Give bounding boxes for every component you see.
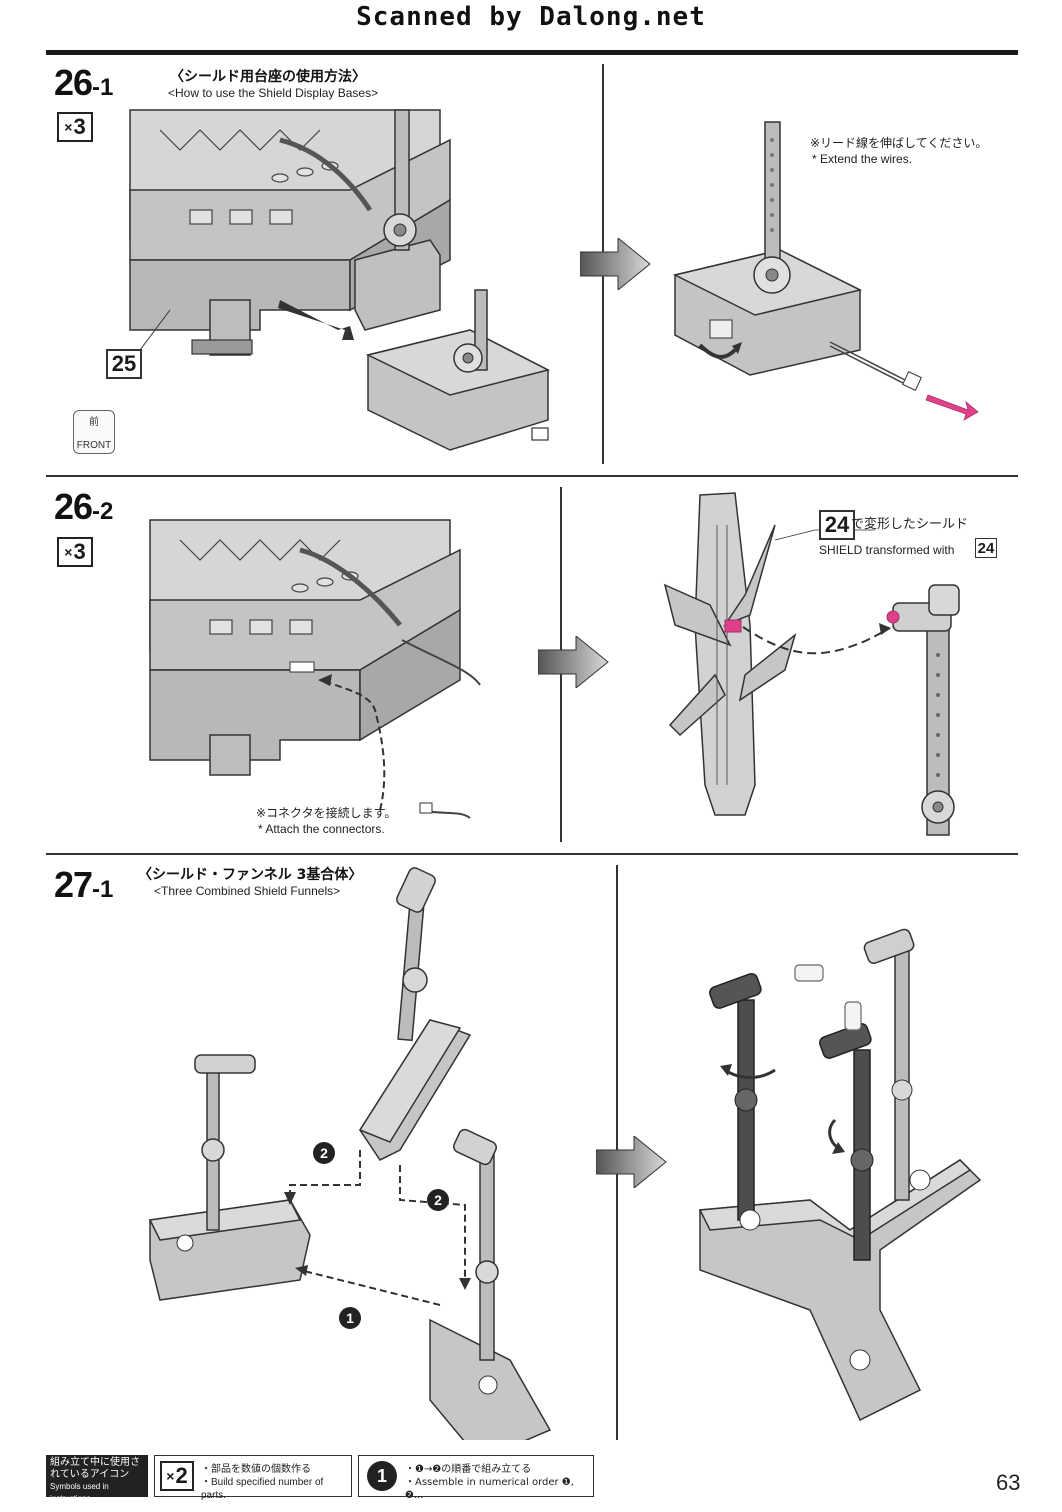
step-26-2-shield-illustration — [663, 492, 960, 836]
legend-quantity-item: ×2 ・部品を数値の個数作る ・Build specified number o… — [154, 1455, 352, 1501]
step-26-1-note-en: * Extend the wires. — [812, 152, 913, 166]
legend-title: 組み立て中に使用されているアイコン Symbols used in instru… — [46, 1455, 148, 1503]
step-27-1-title-en: <Three Combined Shield Funnels> — [154, 884, 341, 898]
order-2-label-a: 2 — [320, 1145, 328, 1161]
part-ref-25: 25 — [106, 349, 142, 379]
quantity-desc-jp: ・部品を数値の個数作る — [201, 1464, 311, 1475]
step-26-1-number: 26-1 — [54, 62, 114, 103]
order-number-icon: 1 — [367, 1461, 397, 1491]
step-26-2-quantity-badge: ×3 — [57, 537, 93, 567]
step-27-1-title-jp: 〈シールド・ファンネル 3基合体〉 — [138, 867, 363, 883]
step-26-1-next-arrow — [580, 238, 651, 290]
order-2-label-b: 2 — [434, 1192, 442, 1208]
svg-text:1: 1 — [377, 1466, 387, 1486]
step-26-1-note-jp: ※リード線を伸ばしてください。 — [810, 136, 988, 150]
step-26-2-note-en: * Attach the connectors. — [258, 822, 385, 836]
top-rule — [46, 50, 1018, 55]
step-26-1-wire-illustration — [672, 121, 979, 421]
legend-order-item: 1 ・❶→❷の順番で組み立てる ・Assemble in numerical o… — [358, 1455, 594, 1501]
step-26-2-number: 26-2 — [54, 486, 114, 527]
page-number: 63 — [996, 1470, 1021, 1495]
legend-title-en: Symbols used in instructions — [50, 1482, 109, 1503]
step-26-2-next-arrow — [538, 636, 609, 688]
order-1-label: 1 — [346, 1310, 354, 1326]
quantity-desc-en: ・Build specified number of parts. — [201, 1477, 324, 1501]
step-26-2-connector-illustration — [149, 519, 481, 819]
shield-label-en: SHIELD transformed with — [819, 543, 955, 557]
front-kanji: 前 — [89, 417, 99, 428]
symbols-legend: 組み立て中に使用されているアイコン Symbols used in instru… — [46, 1455, 1018, 1503]
shield-ref-24-box: 24 — [819, 510, 855, 540]
step-26-1-base-illustration — [129, 109, 551, 451]
order-desc-jp: ・❶→❷の順番で組み立てる — [405, 1464, 532, 1475]
step-26-1-title-jp: 〈シールド用台座の使用方法〉 — [170, 69, 366, 85]
step-27-1-number: 27-1 — [54, 864, 114, 905]
section-divider-1 — [46, 475, 1018, 477]
legend-title-jp: 組み立て中に使用されているアイコン — [50, 1457, 140, 1480]
step-27-1-combined-illustration — [698, 928, 982, 1422]
quantity-icon: ×2 — [160, 1461, 194, 1491]
step-26-1-title-en: <How to use the Shield Display Bases> — [168, 86, 379, 100]
shield-label-jp: で変形したシールド — [851, 517, 969, 532]
step-27-1-parts-illustration: 2 2 1 — [148, 867, 552, 1440]
step-26-1-quantity-badge: ×3 — [57, 112, 93, 142]
step-27-1-next-arrow — [596, 1136, 667, 1188]
front-indicator-badge: 前 FRONT — [73, 410, 115, 454]
shield-ref-24-small-box: 24 — [975, 538, 997, 558]
scan-credit: Scanned by Dalong.net — [356, 2, 706, 32]
order-desc-en: ・Assemble in numerical order ❶, ❷... — [405, 1477, 574, 1501]
section-divider-2 — [46, 853, 1018, 855]
step-26-2-note-jp: ※コネクタを接続します。 — [256, 806, 397, 820]
front-label: FRONT — [76, 440, 112, 451]
